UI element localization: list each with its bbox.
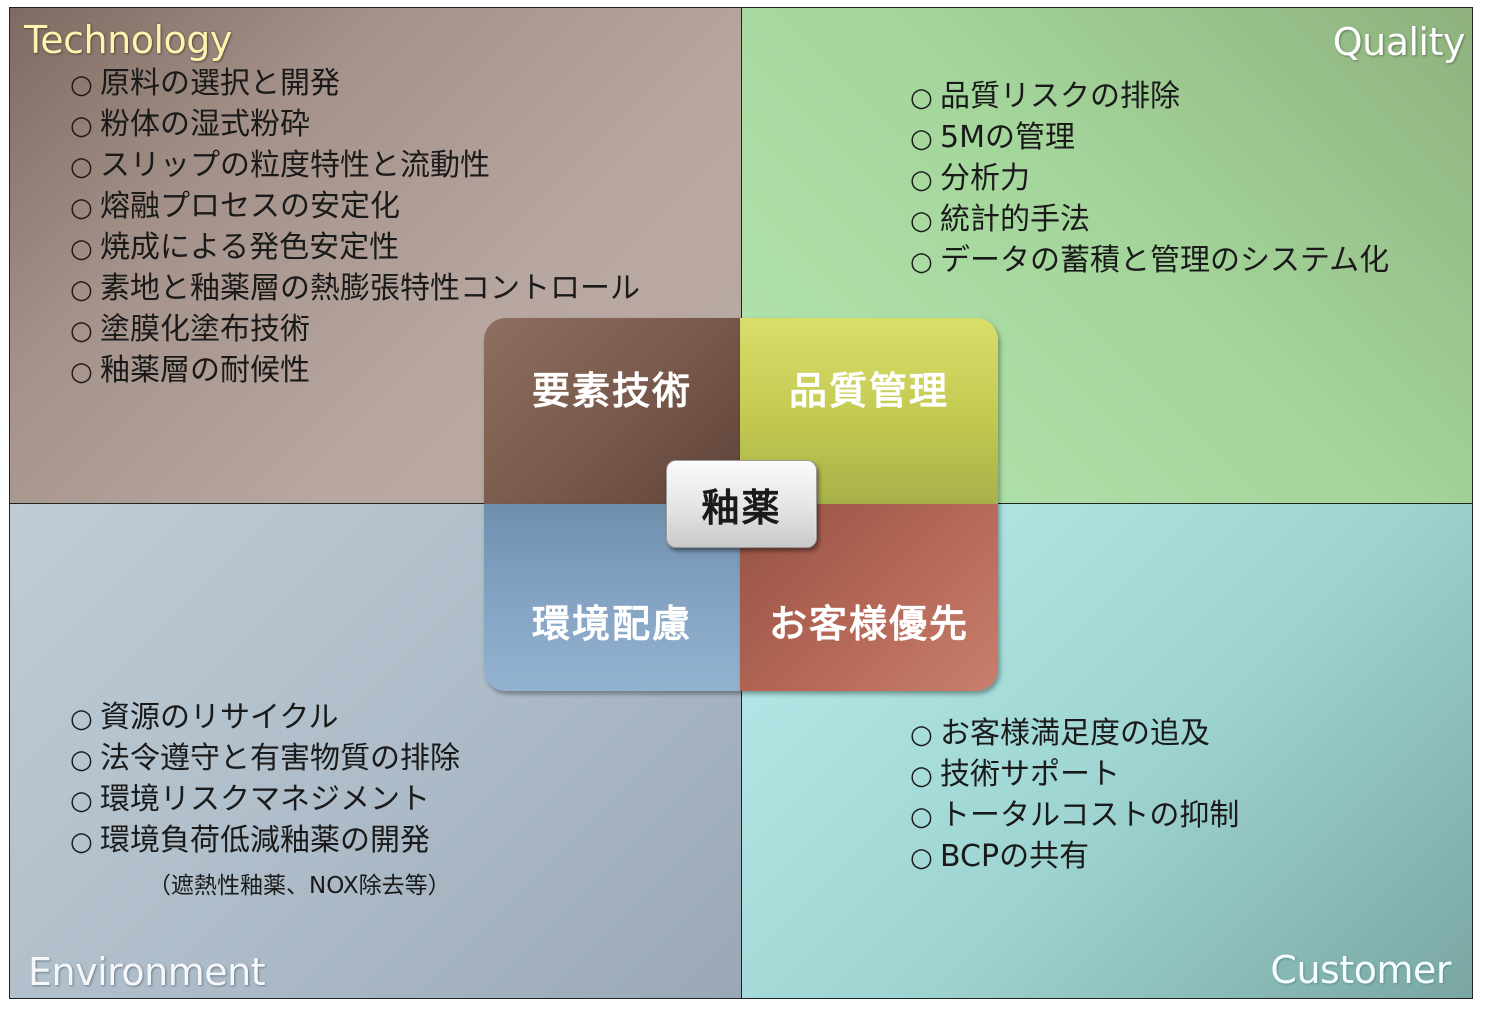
list-item-text: 焼成による発色安定性 — [100, 230, 400, 265]
list-item-text: 品質リスクの排除 — [940, 79, 1180, 114]
list-item: ○原料の選択と開発 — [70, 64, 640, 105]
bullet-icon: ○ — [70, 275, 93, 305]
list-item: ○データの蓄積と管理のシステム化 — [910, 241, 1389, 282]
list-item: ○分析力 — [910, 159, 1389, 200]
list-item: ○トータルコストの抑制 — [910, 796, 1239, 837]
list-item-text: スリップの粒度特性と流動性 — [100, 148, 490, 183]
bullet-icon: ○ — [70, 827, 93, 857]
list-item-text: データの蓄積と管理のシステム化 — [940, 243, 1390, 278]
bullet-icon: ○ — [70, 152, 93, 182]
list-item-text: 熔融プロセスの安定化 — [100, 189, 400, 224]
list-item: ○お客様満足度の追及 — [910, 714, 1239, 755]
bullet-icon: ○ — [910, 720, 933, 750]
bullet-icon: ○ — [910, 165, 933, 195]
element-technology-label: 要素技術 — [531, 368, 692, 413]
list-item-text: 分析力 — [940, 161, 1030, 196]
bullet-icon: ○ — [70, 357, 93, 387]
list-item: ○統計的手法 — [910, 200, 1389, 241]
quality-list: ○品質リスクの排除 ○5Mの管理 ○分析力 ○統計的手法 ○データの蓄積と管理の… — [910, 77, 1389, 282]
core-glaze-label: 釉薬 — [701, 485, 782, 530]
environmental-care-label: 環境配慮 — [531, 601, 692, 646]
list-item: ○スリップの粒度特性と流動性 — [70, 146, 640, 187]
environment-note: （遮熱性釉薬、NOX除去等） — [148, 873, 451, 899]
list-item-text: 統計的手法 — [940, 202, 1090, 237]
bullet-icon: ○ — [910, 206, 933, 236]
list-item-text: 素地と釉薬層の熱膨張特性コントロール — [100, 271, 640, 306]
customer-first-label: お客様優先 — [768, 601, 969, 646]
customer-list: ○お客様満足度の追及 ○技術サポート ○トータルコストの抑制 ○BCPの共有 — [910, 714, 1239, 878]
list-item-text: 原料の選択と開発 — [100, 66, 340, 101]
list-item: ○素地と釉薬層の熱膨張特性コントロール — [70, 269, 640, 310]
list-item: ○塗膜化塗布技術 — [70, 310, 640, 351]
bullet-icon: ○ — [70, 111, 93, 141]
list-item-text: BCPの共有 — [940, 839, 1090, 874]
bullet-icon: ○ — [70, 193, 93, 223]
quality-control-label: 品質管理 — [788, 368, 949, 413]
list-item-text: 粉体の湿式粉砕 — [100, 107, 310, 142]
quality-corner-label: Quality — [1332, 20, 1466, 64]
technology-corner-label: Technology — [24, 18, 232, 62]
bullet-icon: ○ — [910, 124, 933, 154]
environment-corner-label: Environment — [28, 950, 266, 994]
list-item-text: トータルコストの抑制 — [940, 798, 1240, 833]
list-item-text: お客様満足度の追及 — [940, 716, 1210, 751]
list-item: ○5Mの管理 — [910, 118, 1389, 159]
core-glaze-box: 釉薬 — [666, 460, 817, 548]
list-item-text: 資源のリサイクル — [100, 700, 339, 735]
list-item-text: 法令遵守と有害物質の排除 — [100, 741, 460, 776]
list-item: ○法令遵守と有害物質の排除 — [70, 739, 460, 780]
bullet-icon: ○ — [70, 745, 93, 775]
technology-list: ○原料の選択と開発 ○粉体の湿式粉砕 ○スリップの粒度特性と流動性 ○熔融プロセ… — [70, 64, 640, 392]
list-item: ○熔融プロセスの安定化 — [70, 187, 640, 228]
bullet-icon: ○ — [910, 802, 933, 832]
list-item: ○粉体の湿式粉砕 — [70, 105, 640, 146]
list-item: ○資源のリサイクル — [70, 698, 460, 739]
bullet-icon: ○ — [910, 761, 933, 791]
list-item: ○焼成による発色安定性 — [70, 228, 640, 269]
list-item-text: 環境リスクマネジメント — [100, 782, 430, 817]
environment-list: ○資源のリサイクル ○法令遵守と有害物質の排除 ○環境リスクマネジメント ○環境… — [70, 698, 460, 862]
list-item: ○環境リスクマネジメント — [70, 780, 460, 821]
list-item-text: 塗膜化塗布技術 — [100, 312, 310, 347]
bullet-icon: ○ — [70, 704, 93, 734]
bullet-icon: ○ — [70, 234, 93, 264]
list-item-text: 釉薬層の耐候性 — [100, 353, 310, 388]
bullet-icon: ○ — [70, 70, 93, 100]
list-item: ○技術サポート — [910, 755, 1239, 796]
bullet-icon: ○ — [70, 786, 93, 816]
list-item: ○品質リスクの排除 — [910, 77, 1389, 118]
bullet-icon: ○ — [910, 83, 933, 113]
bullet-icon: ○ — [910, 247, 933, 277]
list-item: ○BCPの共有 — [910, 837, 1239, 878]
bullet-icon: ○ — [70, 316, 93, 346]
list-item: ○環境負荷低減釉薬の開発 — [70, 821, 460, 862]
list-item: ○釉薬層の耐候性 — [70, 351, 640, 392]
list-item-text: 5Mの管理 — [940, 120, 1075, 155]
bullet-icon: ○ — [910, 843, 933, 873]
customer-corner-label: Customer — [1270, 948, 1451, 992]
list-item-text: 環境負荷低減釉薬の開発 — [100, 823, 430, 858]
list-item-text: 技術サポート — [940, 757, 1120, 792]
